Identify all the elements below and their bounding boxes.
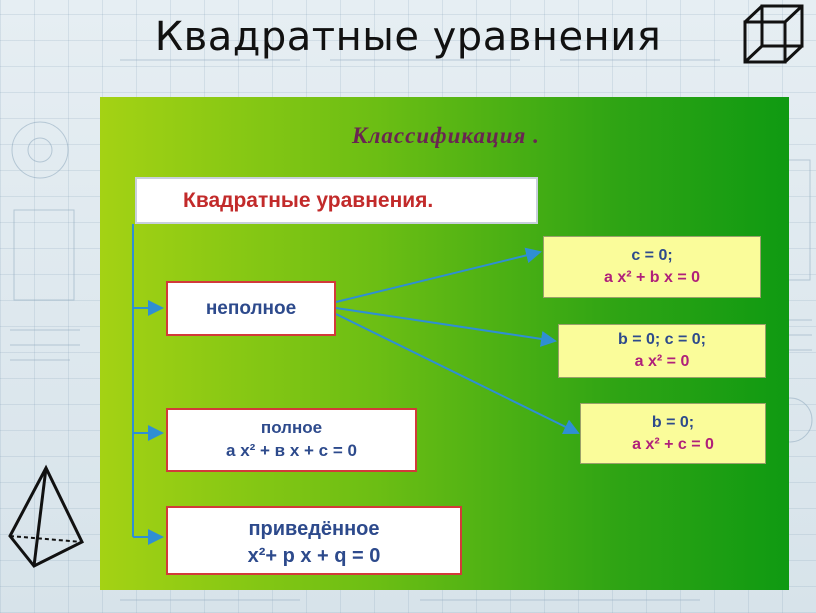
pyramid-icon [8,464,84,568]
complete-box: полное а х² + в х + с = 0 [166,408,417,472]
case-3-condition: b = 0; [651,414,695,431]
reduced-box: приведённое х²+ р х + q = 0 [166,506,462,575]
connector-lines [132,224,580,545]
link-to-case-2 [335,307,557,347]
case-box-1: c = 0; a x² + b x = 0 [543,236,761,298]
link-to-case-3 [335,313,580,435]
reduced-label: приведённое [248,518,380,540]
case-2-condition: b = 0; c = 0; [617,331,707,348]
cube-icon [743,4,804,64]
complete-equation: а х² + в х + с = 0 [226,441,357,460]
reduced-equation: х²+ р х + q = 0 [247,545,381,567]
case-2-equation: a x² = 0 [634,353,690,370]
case-box-3: b = 0; a x² + c = 0 [580,403,766,464]
case-1-equation: a x² + b x = 0 [603,269,701,286]
incomplete-label: неполное [205,297,297,319]
case-1-condition: c = 0; [631,247,673,264]
root-label: Квадратные уравнения. [183,188,434,212]
page-title: Квадратные уравнения [154,14,662,60]
root-box: Квадратные уравнения. [135,177,538,224]
link-to-case-1 [335,247,542,303]
classification-subtitle: Классификация . [352,123,540,148]
classification-panel: Классификация . Квадратные уравнения. не… [100,97,789,590]
complete-label: полное [260,418,323,437]
case-box-2: b = 0; c = 0; a x² = 0 [558,324,766,378]
incomplete-box: неполное [166,281,336,336]
case-3-equation: a x² + c = 0 [632,436,714,453]
